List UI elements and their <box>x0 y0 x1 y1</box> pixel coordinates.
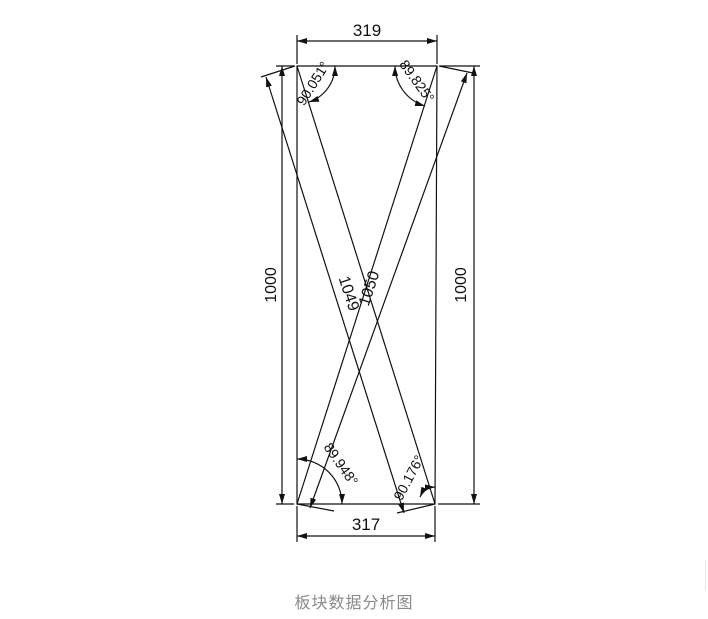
angle-bottom-left-label: 89.948° <box>321 440 362 489</box>
angle-arc-bottom-left <box>296 456 345 505</box>
diag2-extension-bottom <box>296 503 335 512</box>
right-height-label: 1000 <box>453 267 470 303</box>
left-height-label: 1000 <box>263 267 280 303</box>
diag1-dimension-line <box>309 72 468 509</box>
angle-arc-top-right <box>392 65 426 107</box>
angle-arc-bottom-right <box>419 484 436 498</box>
figure-caption: 板块数据分析图 <box>294 593 414 612</box>
angle-top-right-label: 89.825° <box>396 57 437 106</box>
diag1-extension-top <box>438 65 474 74</box>
diag2-extension-top <box>260 65 296 78</box>
frame-edge-divider <box>705 560 706 590</box>
top-width-label: 319 <box>353 21 381 40</box>
diagonal-2-label: 1050 <box>356 269 383 308</box>
bottom-width-label: 317 <box>352 515 380 534</box>
angle-arc-top-left <box>308 65 338 103</box>
